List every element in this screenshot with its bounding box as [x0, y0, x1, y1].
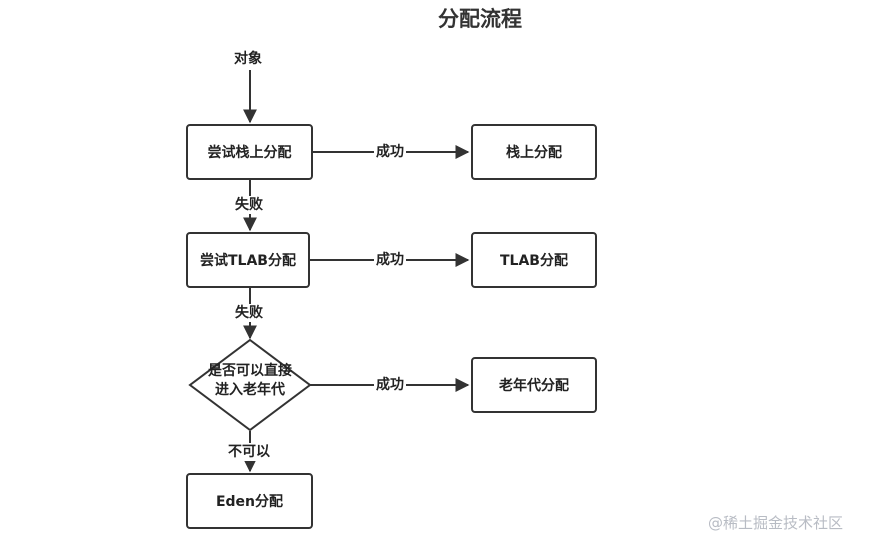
eden-allocation-box: Eden分配: [186, 473, 313, 529]
decision-text-line-2: 进入老年代: [215, 382, 285, 398]
edge-label-success-1: 成功: [374, 143, 406, 161]
decision-text-line-1: 是否可以直接: [208, 363, 292, 379]
decision-text: 是否可以直接 进入老年代: [190, 362, 310, 400]
tlab-allocation-box: TLAB分配: [471, 232, 597, 288]
edge-label-fail-2: 失败: [233, 304, 265, 322]
edge-label-success-3: 成功: [374, 376, 406, 394]
decision-diamond: [188, 338, 312, 432]
stack-allocation-box: 栈上分配: [471, 124, 597, 180]
old-generation-allocation-box: 老年代分配: [471, 357, 597, 413]
try-stack-allocation-box: 尝试栈上分配: [186, 124, 313, 180]
try-tlab-allocation-box: 尝试TLAB分配: [186, 232, 310, 288]
edge-label-success-2: 成功: [374, 251, 406, 269]
edge-label-cannot: 不可以: [226, 443, 272, 461]
start-node-label: 对象: [232, 50, 264, 68]
edge-label-fail-1: 失败: [233, 196, 265, 214]
watermark-text: @稀土掘金技术社区: [708, 514, 844, 532]
page-title: 分配流程: [438, 7, 522, 31]
